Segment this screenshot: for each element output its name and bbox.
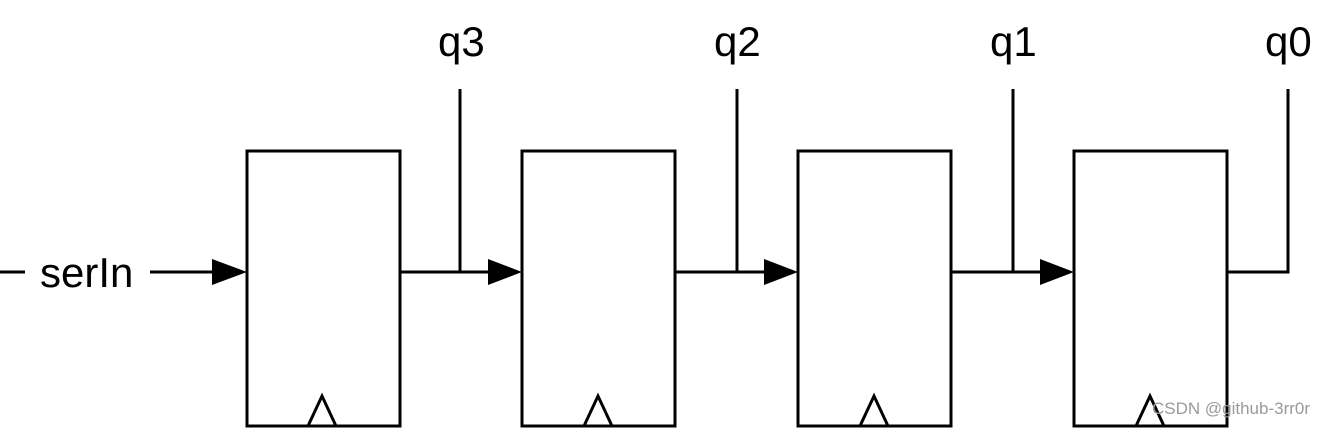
output-label-q0: q0 — [1265, 18, 1312, 65]
output-label-q1: q1 — [990, 18, 1037, 65]
flip-flop-4-box — [1072, 149, 1229, 428]
flip-flop-3-box — [796, 149, 953, 428]
output-label-q2: q2 — [714, 18, 761, 65]
flip-flop-1 — [245, 149, 402, 428]
flip-flop-3 — [796, 149, 953, 428]
input-arrowhead — [212, 259, 247, 285]
clock-triangle-icon — [1134, 392, 1166, 427]
arrowhead-ff4 — [1040, 259, 1074, 285]
clock-triangle-icon — [582, 392, 614, 427]
clock-triangle-icon — [858, 392, 890, 427]
flip-flop-4 — [1072, 149, 1229, 428]
clock-triangle-icon — [306, 392, 338, 427]
flip-flop-1-box — [245, 149, 402, 428]
output-label-q3: q3 — [438, 18, 485, 65]
flip-flop-2-box — [520, 149, 677, 428]
watermark-text: CSDN @github-3rr0r — [1152, 399, 1310, 418]
arrowhead-ff2 — [488, 259, 522, 285]
output-wire-q0 — [1227, 89, 1290, 274]
input-label-serin: serIn — [40, 249, 133, 296]
flip-flop-2 — [520, 149, 677, 428]
arrowhead-ff3 — [764, 259, 798, 285]
